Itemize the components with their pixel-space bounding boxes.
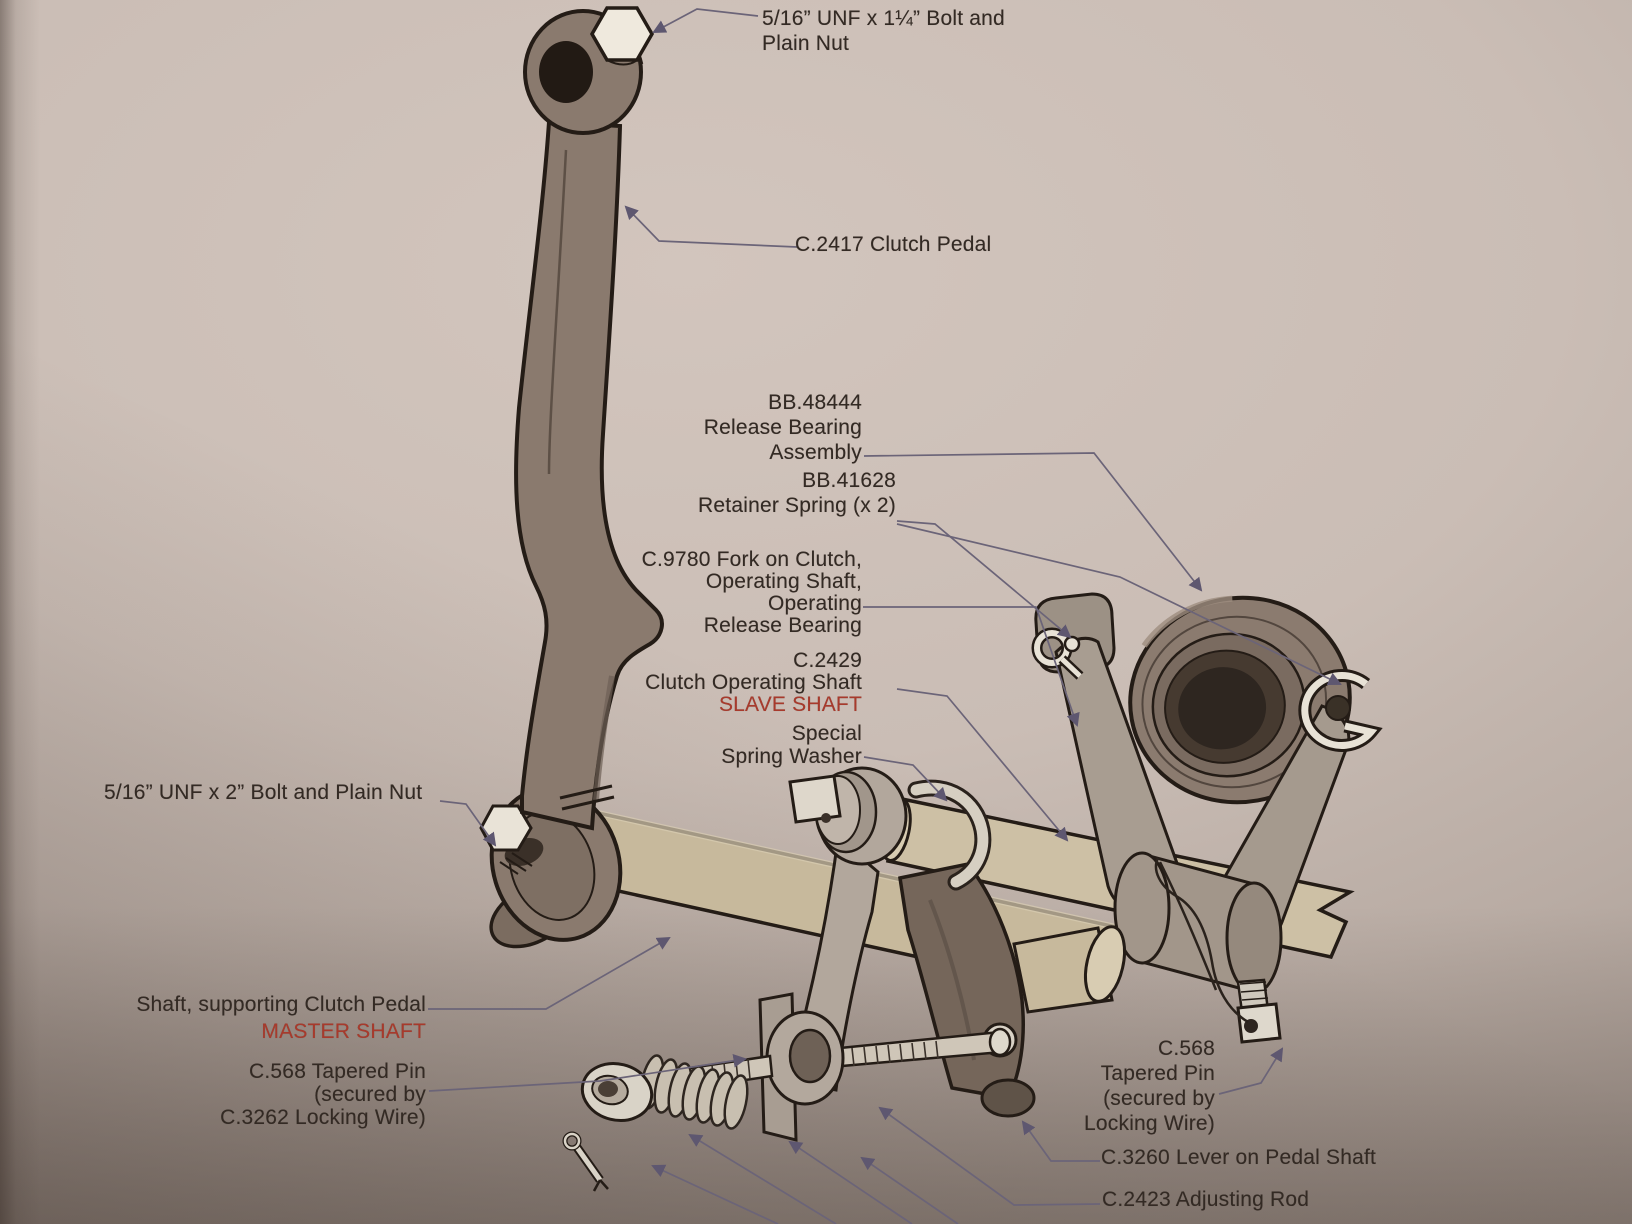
label-line: Retainer Spring (x 2) — [698, 494, 896, 517]
locking-wire-drawing — [1154, 857, 1249, 1024]
label-line: Assembly — [769, 441, 862, 464]
label-spring-washer: Special Spring Washer — [558, 722, 862, 768]
label-line: Locking Wire) — [1084, 1112, 1215, 1135]
square-bolt-drawing — [788, 774, 842, 824]
label-retainer-spring: BB.41628 Retainer Spring (x 2) — [600, 468, 896, 518]
label-line: Release Bearing — [703, 614, 862, 637]
label-line: 5/16” UNF x 1¼” Bolt and — [762, 7, 1005, 30]
label-line: BB.41628 — [802, 469, 896, 492]
label-master-shaft: Shaft, supporting Clutch Pedal MASTER SH… — [116, 991, 426, 1045]
label-line: (secured by — [314, 1083, 426, 1106]
master-shaft-end-drawing — [1012, 925, 1127, 1014]
label-line: Shaft, supporting Clutch Pedal — [136, 993, 426, 1016]
label-fork: C.9780 Fork on Clutch, Operating Shaft, … — [558, 549, 862, 637]
label-line: Spring Washer — [721, 745, 862, 768]
label-line: C.568 Tapered Pin — [249, 1060, 426, 1083]
label-line: C.9780 Fork on Clutch, — [641, 548, 862, 571]
label-line: Operating Shaft, — [705, 570, 862, 593]
label-line: Tapered Pin — [1100, 1062, 1215, 1085]
label-line-red: SLAVE SHAFT — [718, 693, 862, 716]
label-line: Clutch Operating Shaft — [645, 671, 862, 694]
label-line: BB.48444 — [768, 391, 862, 414]
tapered-pin-drawing — [1154, 857, 1282, 1044]
adjusting-rod-drawing — [562, 992, 1012, 1192]
label-top-bolt: 5/16” UNF x 1¼” Bolt and Plain Nut — [762, 6, 1032, 56]
label-line: C.568 — [1157, 1037, 1215, 1060]
label-line: Plain Nut — [762, 32, 850, 55]
label-clutch-pedal: C.2417 Clutch Pedal — [795, 233, 991, 257]
label-left-bolt: 5/16” UNF x 2” Bolt and Plain Nut — [104, 781, 422, 805]
label-line: Operating — [767, 592, 862, 615]
label-line: C.2429 — [793, 649, 862, 672]
label-tapered-pin-left: C.568 Tapered Pin (secured by C.3262 Loc… — [116, 1060, 426, 1129]
label-line: C.2417 Clutch Pedal — [795, 233, 992, 256]
leader-lines — [428, 8, 1342, 1224]
fork-right-arm-drawing — [1113, 704, 1351, 995]
label-slave-shaft: C.2429 Clutch Operating Shaft SLAVE SHAF… — [558, 650, 862, 716]
split-pin-drawing — [562, 1131, 609, 1192]
label-line-red: MASTER SHAFT — [261, 1020, 426, 1043]
label-tapered-pin-right: C.568 Tapered Pin (secured by Locking Wi… — [1028, 1036, 1215, 1136]
label-line: Release Bearing — [703, 416, 862, 439]
label-line: Special — [791, 722, 862, 745]
label-adjusting-rod: C.2423 Adjusting Rod — [1102, 1188, 1309, 1212]
label-lever: C.3260 Lever on Pedal Shaft — [1101, 1146, 1376, 1170]
label-line: C.2423 Adjusting Rod — [1102, 1188, 1310, 1211]
label-release-bearing: BB.48444 Release Bearing Assembly — [610, 390, 862, 465]
label-line: C.3262 Locking Wire) — [220, 1106, 426, 1129]
label-line: 5/16” UNF x 2” Bolt and Plain Nut — [104, 781, 423, 804]
top-bolt-drawing — [589, 6, 655, 62]
clutch-pedal-drawing — [514, 6, 664, 831]
label-line: C.3260 Lever on Pedal Shaft — [1101, 1146, 1377, 1169]
label-line: (secured by — [1103, 1087, 1215, 1110]
